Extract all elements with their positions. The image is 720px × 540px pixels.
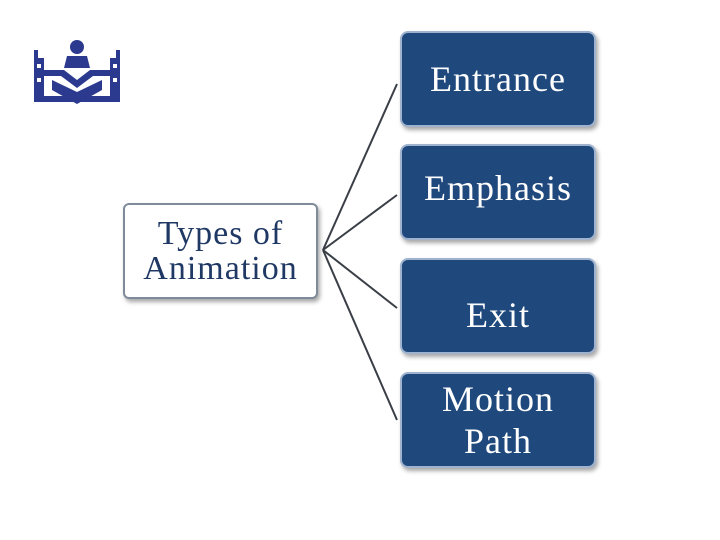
node-label: Exit: [466, 295, 530, 335]
connector-entrance: [322, 83, 398, 251]
connector-exit: [322, 249, 398, 309]
root-node: Types of Animation: [123, 203, 318, 299]
node-emphasis: Emphasis: [400, 144, 596, 240]
connector-motion-path: [322, 249, 398, 421]
connector-emphasis: [322, 194, 398, 251]
node-motion-path: Motion Path: [400, 372, 596, 468]
node-entrance: Entrance: [400, 31, 596, 127]
node-label: Entrance: [430, 59, 566, 99]
node-exit: Exit: [400, 258, 596, 354]
reading-figure-emblem-icon: [34, 40, 120, 104]
root-node-label: Types of Animation: [143, 215, 298, 287]
node-label: Emphasis: [424, 168, 572, 208]
node-label: Motion Path: [441, 379, 554, 461]
